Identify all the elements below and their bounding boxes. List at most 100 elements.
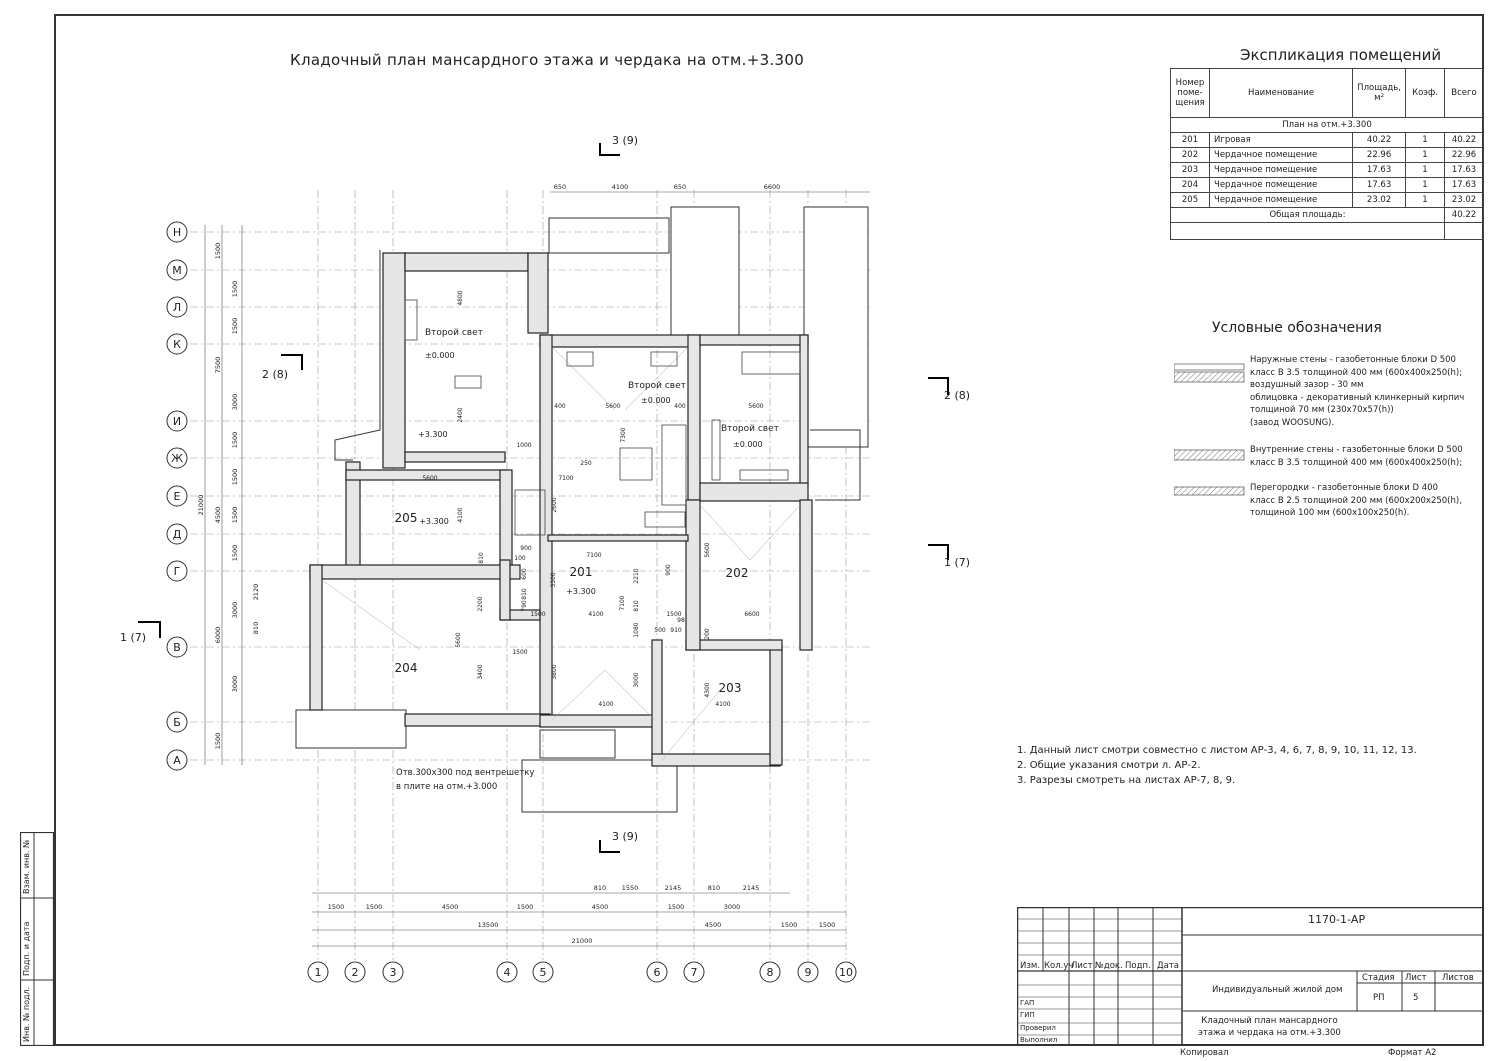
note-line: 3. Разрезы смотреть на листах АР-7, 8, 9… (1017, 775, 1236, 786)
axis-letter-b: Б (173, 716, 181, 729)
empty-cell (1444, 222, 1484, 240)
room-number-201: 201 (570, 565, 593, 579)
room-total-cell: 22.96 (1444, 147, 1484, 163)
axis-letter-markers: Н М Л К И Ж Е Д Г В Б А (166, 221, 188, 771)
stamp-sheet-label: Лист (1405, 973, 1427, 983)
inner-dim: 3000 (633, 672, 640, 687)
room-area-cell: 17.63 (1352, 162, 1406, 178)
note-line: 1. Данный лист смотри совместно с листом… (1017, 745, 1417, 756)
room-total-cell: 17.63 (1444, 177, 1484, 193)
left-dimension-labels: 1500 1500 1500 7500 3000 1500 1500 1500 … (197, 243, 260, 750)
axis-number-8: 8 (767, 966, 774, 979)
sheet-frame (54, 14, 1484, 1046)
inner-dim: 4300 (704, 682, 711, 697)
format-label: Формат А2 (1388, 1048, 1437, 1058)
section-mark-left-1: 1 (7) (120, 631, 146, 644)
drawing-title: Кладочный план мансардного этажа и черда… (290, 51, 805, 69)
stamp-sheets-label: Листов (1442, 973, 1474, 983)
axis-letter-m: М (172, 264, 182, 277)
left-dim-inner: 3000 (231, 676, 239, 693)
section-mark-top: 3 (9) (612, 134, 638, 147)
general-notes: 1. Данный лист смотри совместно с листом… (1017, 743, 1417, 788)
stamp-object: Индивидуальный жилой дом (1212, 985, 1343, 995)
axis-letter-g: Г (174, 565, 181, 578)
legend-line: воздушный зазор - 30 мм (1250, 380, 1364, 390)
stamp-stage-label: Стадия (1362, 973, 1395, 983)
inner-dim: 4100 (715, 701, 730, 708)
room-area-cell: 40.22 (1352, 132, 1406, 148)
stamp-col-date: Дата (1157, 961, 1180, 971)
left-dim: 4500 (214, 507, 222, 524)
floor-plan: Н М Л К И Ж Е Д Г В Б А 1 2 3 4 5 6 7 8 … (120, 134, 970, 983)
bottom-dimension-labels-row3: 13500 4500 21000 (478, 921, 722, 945)
room-name-cell: Чердачное помещение (1208, 147, 1354, 163)
legend-line: толщиной 70 мм (230х70х57(h)) (1250, 405, 1394, 415)
bottom-dim: 810 (708, 884, 720, 892)
outline-lines (295, 206, 869, 813)
left-dim: 1500 (231, 281, 239, 298)
section-mark-bottom: 3 (9) (612, 830, 638, 843)
inner-dim: 400 (554, 403, 566, 410)
left-dim: 6000 (214, 627, 222, 644)
vent-note-line2: в плите на отм.+3.000 (396, 782, 497, 792)
room-total-cell: 17.63 (1444, 162, 1484, 178)
axis-number-6: 6 (654, 966, 661, 979)
legend-line: класс В 2.5 толщиной 200 мм (600х200х250… (1250, 495, 1462, 506)
axis-letter-a: А (173, 754, 181, 767)
axis-number-4: 4 (504, 966, 511, 979)
header-room-name: Наименование (1208, 68, 1354, 118)
header-total: Всего (1444, 68, 1484, 118)
inner-dim: 600 (521, 568, 528, 580)
table-row: 202 Чердачное помещение 22.96 1 22.96 (1170, 147, 1484, 163)
legend-swatch-partition (1174, 486, 1245, 496)
legend-title: Условные обозначения (1212, 320, 1382, 336)
vent-note-line1: Отв.300х300 под вентрешетку (396, 768, 534, 778)
room-num-cell: 203 (1170, 162, 1210, 178)
second-light-level: ±0.000 (733, 440, 763, 449)
axis-number-3: 3 (390, 966, 397, 979)
inner-dim: 810 (633, 600, 640, 612)
left-dim: 1500 (231, 432, 239, 449)
left-dim-total: 21000 (197, 495, 205, 516)
bottom-dim: 13500 (478, 921, 499, 929)
inner-dim: 3800 (551, 664, 558, 679)
side-stamp: Инв. № подл. Подп. и дата Взам. инв. № (20, 832, 54, 1046)
table-row: 205 Чердачное помещение 23.02 1 23.02 (1170, 192, 1484, 208)
legend-line: Наружные стены - газобетонные блоки D 50… (1250, 355, 1456, 365)
left-dim-inner: 2120 (252, 584, 260, 601)
inner-dim: 1000 (516, 442, 531, 449)
inner-dimension-labels: 5600 4100 2400 1000 5600 7100 7300 250 2… (422, 290, 763, 708)
inner-dim: 1500 (530, 611, 545, 618)
inner-dim: 810 (478, 552, 485, 564)
stamp-role-done: Выполнил (1020, 1036, 1058, 1044)
inner-dim: 7300 (620, 427, 627, 442)
inner-dim: 4100 (598, 701, 613, 708)
section-mark-right-2: 2 (8) (944, 389, 970, 402)
legend-item-partition: Перегородки - газобетонные блоки D 400 к… (1250, 482, 1462, 520)
inner-dim: 1080 (633, 622, 640, 637)
legend-swatches (1174, 363, 1245, 496)
axis-letter-l: Л (173, 301, 181, 314)
room-coef-cell: 1 (1405, 177, 1445, 193)
bottom-dim: 2145 (665, 884, 682, 892)
room-name-cell: Чердачное помещение (1208, 177, 1354, 193)
axis-number-1: 1 (315, 966, 322, 979)
total-label: Общая площадь: (1170, 207, 1445, 223)
axis-letter-v: В (173, 641, 181, 654)
inner-dim: 200 (704, 628, 711, 640)
stamp-role-gip: ГИП (1020, 1011, 1035, 1019)
empty-cell (1170, 222, 1445, 240)
side-stamp-inv: Инв. № подл. (22, 986, 31, 1042)
empty-row (1170, 222, 1484, 240)
room-num-cell: 201 (1170, 132, 1210, 148)
room-area-cell: 23.02 (1352, 192, 1406, 208)
explication-title: Экспликация помещений (1240, 46, 1442, 64)
dimension-lines (204, 191, 870, 947)
stamp-role-gap: ГАП (1020, 999, 1035, 1007)
left-dim: 1500 (231, 318, 239, 335)
header-room-number: Номер поме-щения (1170, 68, 1210, 118)
stamp-col-sign: Подп. (1125, 961, 1151, 971)
bottom-dim: 1500 (668, 903, 685, 911)
explication-header-row: Номер поме-щения Наименование Площадь, м… (1170, 68, 1484, 118)
room-name-cell: Чердачное помещение (1208, 192, 1354, 208)
